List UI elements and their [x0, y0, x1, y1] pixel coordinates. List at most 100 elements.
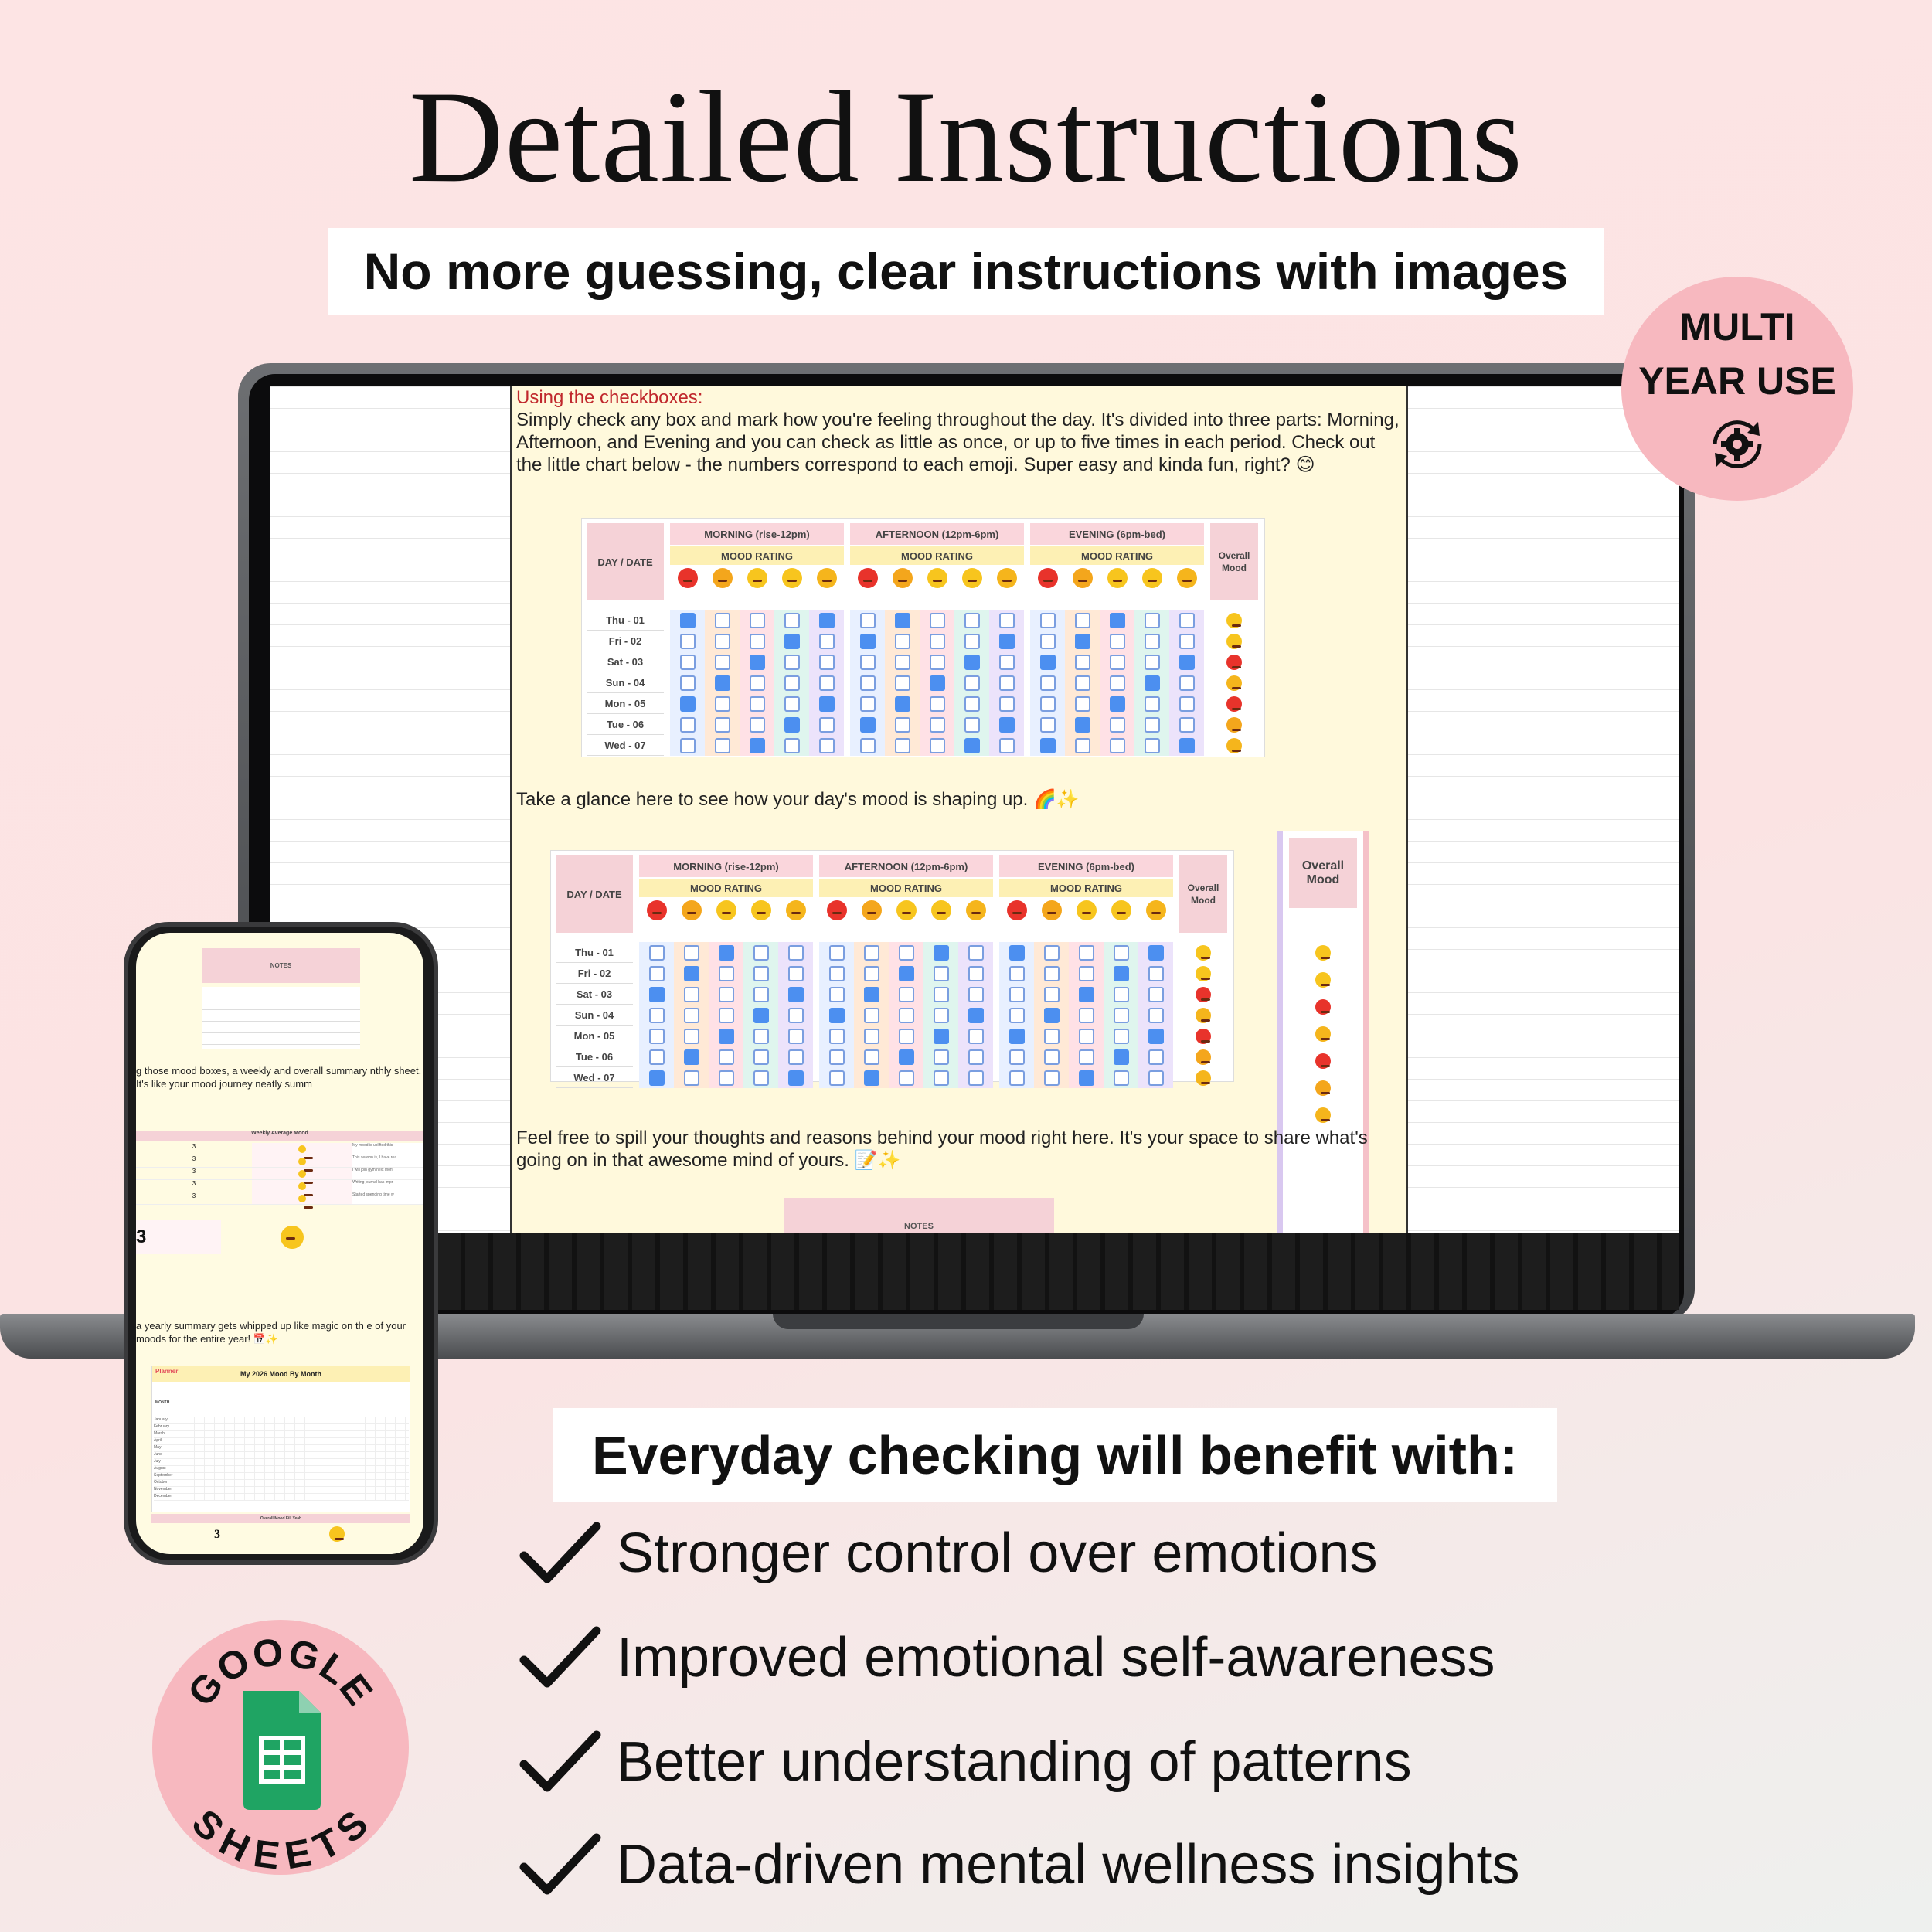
checkbox[interactable] — [998, 612, 1015, 628]
checkbox[interactable] — [1113, 1007, 1129, 1023]
checkbox[interactable] — [859, 675, 876, 691]
checkbox[interactable] — [784, 675, 800, 691]
checkbox[interactable] — [787, 986, 804, 1002]
checkbox[interactable] — [968, 965, 984, 981]
checkbox[interactable] — [1109, 716, 1125, 733]
checkbox[interactable] — [818, 737, 835, 753]
checkbox[interactable] — [749, 696, 765, 712]
checkbox[interactable] — [1043, 944, 1060, 961]
checkbox[interactable] — [718, 944, 734, 961]
checkbox[interactable] — [749, 612, 765, 628]
checkbox[interactable] — [933, 986, 949, 1002]
checkbox[interactable] — [1009, 986, 1025, 1002]
checkbox[interactable] — [1179, 716, 1195, 733]
checkbox[interactable] — [648, 965, 665, 981]
checkbox[interactable] — [679, 612, 696, 628]
checkbox[interactable] — [1148, 965, 1164, 981]
checkbox[interactable] — [998, 737, 1015, 753]
checkbox[interactable] — [1109, 633, 1125, 649]
checkbox[interactable] — [718, 1070, 734, 1086]
checkbox[interactable] — [1144, 737, 1160, 753]
checkbox[interactable] — [753, 1049, 769, 1065]
checkbox[interactable] — [1179, 633, 1195, 649]
checkbox[interactable] — [718, 1049, 734, 1065]
checkbox[interactable] — [1109, 737, 1125, 753]
checkbox[interactable] — [683, 1049, 699, 1065]
checkbox[interactable] — [679, 696, 696, 712]
checkbox[interactable] — [1148, 1028, 1164, 1044]
checkbox[interactable] — [753, 1070, 769, 1086]
checkbox[interactable] — [898, 944, 914, 961]
checkbox[interactable] — [679, 633, 696, 649]
checkbox[interactable] — [894, 737, 910, 753]
checkbox[interactable] — [818, 675, 835, 691]
checkbox[interactable] — [1113, 1049, 1129, 1065]
checkbox[interactable] — [1074, 696, 1090, 712]
checkbox[interactable] — [1078, 986, 1094, 1002]
checkbox[interactable] — [683, 986, 699, 1002]
checkbox[interactable] — [714, 612, 730, 628]
checkbox[interactable] — [1144, 612, 1160, 628]
checkbox[interactable] — [818, 612, 835, 628]
checkbox[interactable] — [1148, 986, 1164, 1002]
checkbox[interactable] — [1144, 696, 1160, 712]
checkbox[interactable] — [1179, 654, 1195, 670]
checkbox[interactable] — [828, 1028, 845, 1044]
checkbox[interactable] — [718, 1007, 734, 1023]
checkbox[interactable] — [818, 696, 835, 712]
checkbox[interactable] — [859, 716, 876, 733]
checkbox[interactable] — [683, 944, 699, 961]
checkbox[interactable] — [1109, 654, 1125, 670]
checkbox[interactable] — [968, 986, 984, 1002]
checkbox[interactable] — [933, 1049, 949, 1065]
checkbox[interactable] — [898, 965, 914, 981]
checkbox[interactable] — [859, 633, 876, 649]
checkbox[interactable] — [1113, 965, 1129, 981]
checkbox[interactable] — [753, 944, 769, 961]
checkbox[interactable] — [683, 1028, 699, 1044]
checkbox[interactable] — [718, 986, 734, 1002]
checkbox[interactable] — [998, 633, 1015, 649]
checkbox[interactable] — [1144, 654, 1160, 670]
checkbox[interactable] — [828, 1049, 845, 1065]
checkbox[interactable] — [749, 633, 765, 649]
checkbox[interactable] — [1148, 1049, 1164, 1065]
checkbox[interactable] — [1043, 986, 1060, 1002]
checkbox[interactable] — [1074, 612, 1090, 628]
checkbox[interactable] — [784, 716, 800, 733]
checkbox[interactable] — [929, 737, 945, 753]
checkbox[interactable] — [863, 1007, 879, 1023]
checkbox[interactable] — [859, 654, 876, 670]
checkbox[interactable] — [787, 1049, 804, 1065]
checkbox[interactable] — [929, 675, 945, 691]
checkbox[interactable] — [1148, 1007, 1164, 1023]
checkbox[interactable] — [753, 986, 769, 1002]
checkbox[interactable] — [683, 1007, 699, 1023]
checkbox[interactable] — [998, 654, 1015, 670]
checkbox[interactable] — [964, 633, 980, 649]
checkbox[interactable] — [784, 612, 800, 628]
checkbox[interactable] — [1039, 612, 1056, 628]
checkbox[interactable] — [859, 737, 876, 753]
checkbox[interactable] — [968, 1028, 984, 1044]
checkbox[interactable] — [683, 1070, 699, 1086]
checkbox[interactable] — [1039, 675, 1056, 691]
checkbox[interactable] — [898, 1070, 914, 1086]
checkbox[interactable] — [1078, 1070, 1094, 1086]
checkbox[interactable] — [894, 696, 910, 712]
checkbox[interactable] — [964, 696, 980, 712]
checkbox[interactable] — [964, 737, 980, 753]
checkbox[interactable] — [1074, 633, 1090, 649]
checkbox[interactable] — [964, 675, 980, 691]
checkbox[interactable] — [1179, 675, 1195, 691]
checkbox[interactable] — [894, 612, 910, 628]
checkbox[interactable] — [1009, 944, 1025, 961]
checkbox[interactable] — [898, 1007, 914, 1023]
checkbox[interactable] — [1009, 1007, 1025, 1023]
checkbox[interactable] — [828, 1007, 845, 1023]
checkbox[interactable] — [648, 986, 665, 1002]
checkbox[interactable] — [1009, 1070, 1025, 1086]
checkbox[interactable] — [1009, 965, 1025, 981]
checkbox[interactable] — [1039, 716, 1056, 733]
checkbox[interactable] — [863, 965, 879, 981]
